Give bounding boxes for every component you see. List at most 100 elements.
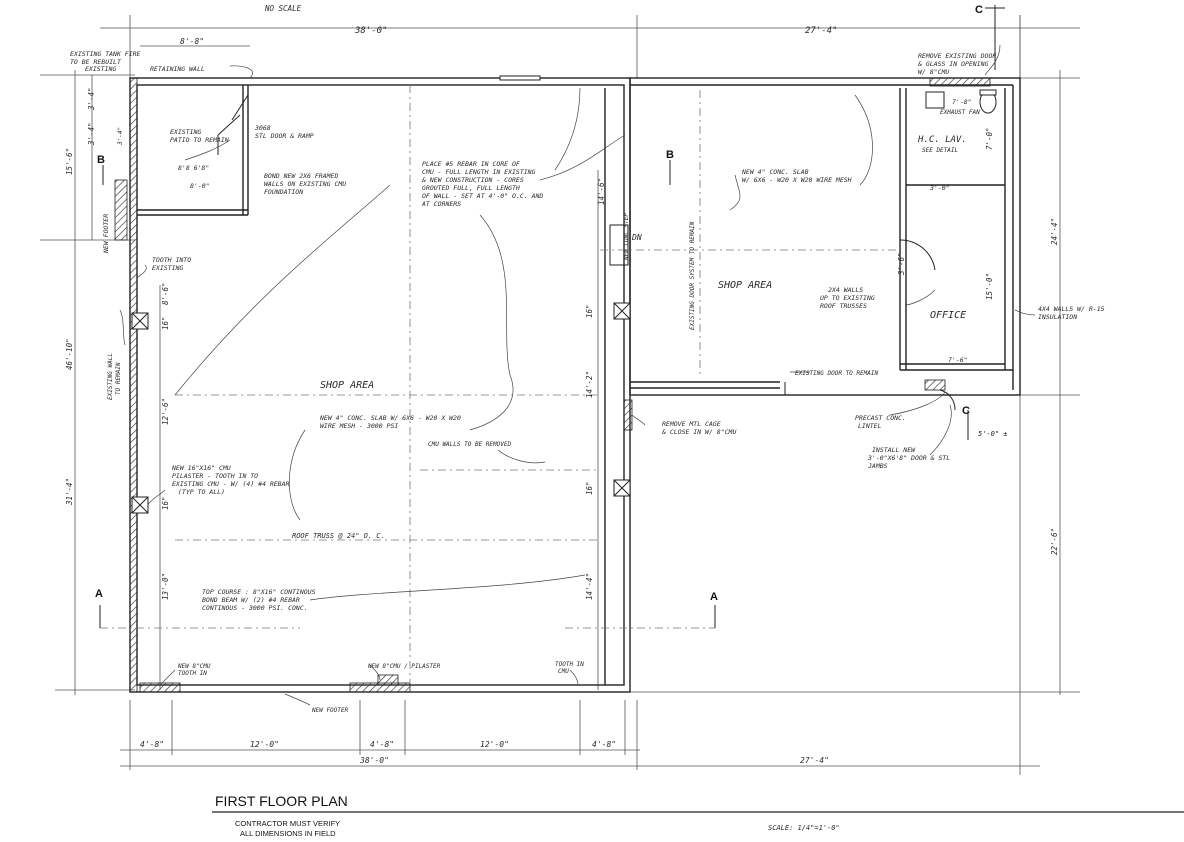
dim-12-6: 12'-6" bbox=[161, 398, 170, 425]
note-existing-wall-remain-2: TO REMAIN bbox=[115, 362, 122, 395]
label-office: OFFICE bbox=[930, 310, 966, 321]
note-new-pilaster-3: EXISTING CMU - W/ (4) #4 REBAR bbox=[172, 480, 289, 488]
dim-left-overall: 38'-0" bbox=[354, 26, 388, 36]
note-walls-2x4-3: ROOF TRUSSES bbox=[820, 302, 867, 310]
note-opening-w2: 8'-0" bbox=[190, 182, 210, 190]
section-mark-a-right: A bbox=[710, 591, 718, 603]
section-mark-b-left: B bbox=[97, 154, 105, 166]
note-walls-4x4-1: 4X4 WALLS W/ R-15 bbox=[1038, 305, 1105, 313]
scale-label: SCALE: 1/4"=1'-0" bbox=[768, 824, 840, 832]
note-opening-w: 8'8 6'8" bbox=[178, 164, 209, 172]
note-with-cmu: W/ 8"CMU bbox=[918, 68, 949, 76]
hatched-wall-segments bbox=[114, 77, 991, 693]
note-new-cmu-tooth-1: NEW 8"CMU bbox=[177, 663, 211, 670]
note-retaining-wall: RETAINING WALL bbox=[150, 65, 205, 73]
note-existing-wall-remain-1: EXISTING WALL bbox=[107, 353, 114, 400]
note-remove-mtl-1: REMOVE MTL CAGE bbox=[662, 420, 721, 428]
note-bond-new: BOND NEW 2X6 FRAMED bbox=[264, 172, 338, 180]
note-place-rebar-4: GROUTED FULL, FULL LENGTH bbox=[422, 184, 520, 192]
dim-15-0: 15'-0" bbox=[985, 273, 994, 300]
bottom-dim-2: 12'-0" bbox=[250, 740, 279, 749]
note-place-rebar-6: AT CORNERS bbox=[421, 200, 461, 208]
note-remove-existing-door: REMOVE EXISTING DOOR bbox=[918, 52, 996, 60]
bottom-dim-1: 4'-8" bbox=[140, 740, 164, 749]
section-mark-b-right: B bbox=[666, 149, 674, 161]
note-walls-on-existing: WALLS ON EXISTING CMU bbox=[264, 180, 346, 188]
center-lines bbox=[100, 85, 900, 682]
note-new-slab-right-1: NEW 4" CONC. SLAB bbox=[741, 168, 809, 176]
dim-right-22-6: 22'-6" bbox=[1050, 528, 1059, 555]
dim-16a: 16" bbox=[161, 316, 170, 330]
dim-left-small-2: 3'-4" bbox=[87, 122, 96, 146]
note-top-course-2: BOND BEAM W/ (2) #4 REBAR bbox=[202, 596, 300, 604]
note-precast-1: PRECAST CONC. bbox=[855, 414, 906, 422]
note-existing: EXISTING bbox=[85, 65, 116, 73]
right-building-walls bbox=[629, 77, 1021, 396]
note-tooth-in-cmu-1: TOOTH IN bbox=[555, 661, 584, 668]
note-existing-patio: EXISTING bbox=[170, 128, 201, 136]
bottom-dim-overall-left: 38'-0" bbox=[359, 756, 389, 765]
note-top-course-1: TOP COURSE : 8"X16" CONTINOUS bbox=[202, 588, 316, 596]
note-see-detail: SEE DETAIL bbox=[922, 147, 959, 154]
contractor-note-1: CONTRACTOR MUST VERIFY bbox=[235, 819, 340, 828]
note-install-new-1: INSTALL NEW bbox=[872, 446, 916, 454]
hc-lav-fixtures bbox=[925, 89, 997, 114]
dim-13-0: 13'-0" bbox=[161, 573, 170, 600]
note-place-rebar-1: PLACE #5 REBAR IN CORE OF bbox=[422, 160, 520, 168]
bottom-dim-4: 12'-0" bbox=[480, 740, 509, 749]
scale-top-label: NO SCALE bbox=[264, 4, 302, 13]
note-walls-2x4-2: UP TO EXISTING bbox=[820, 294, 875, 302]
note-tooth-into-2: EXISTING bbox=[152, 264, 183, 272]
note-new-slab-left-2: WIRE MESH - 3000 PSI bbox=[320, 422, 398, 430]
label-shop-area-right: SHOP AREA bbox=[718, 280, 772, 291]
note-place-rebar-2: CMU - FULL LENGTH IN EXISTING bbox=[422, 168, 536, 176]
leader-lines bbox=[119, 44, 1036, 706]
note-door-ramp-2: STL DOOR & RAMP bbox=[255, 132, 314, 140]
note-new-footer: NEW FOOTER bbox=[102, 214, 110, 254]
bottom-dim-3: 4'-8" bbox=[370, 740, 394, 749]
section-mark-a-left: A bbox=[95, 588, 103, 600]
note-top-course-3: CONTINOUS - 3000 PSI. CONC. bbox=[202, 604, 308, 612]
section-mark-lines bbox=[99, 5, 1005, 628]
note-install-new-2: 3'-0"X6'8" DOOR & STL bbox=[867, 454, 950, 462]
note-existing-fire: EXISTING TANK FIRE bbox=[70, 50, 141, 58]
note-glass-opening: & GLASS IN OPENING bbox=[917, 60, 989, 68]
note-roof-truss: ROOF TRUSS @ 24" O. C. bbox=[292, 532, 385, 540]
note-install-new-3: JAMBS bbox=[867, 462, 888, 470]
note-new-cmu-pilaster: NEW 8"CMU / PILASTER bbox=[367, 663, 441, 670]
dim-8-6: 8'-6" bbox=[161, 282, 170, 305]
note-patio-to-remain: PATIO TO REMAIN bbox=[170, 136, 229, 144]
dim-right-overall: 27'-4" bbox=[805, 26, 838, 36]
plan-title: FIRST FLOOR PLAN bbox=[215, 793, 348, 809]
note-existing-door-system: EXISTING DOOR SYSTEM TO REMAIN bbox=[689, 221, 696, 330]
note-precast-2: LINTEL bbox=[858, 422, 882, 430]
note-walls-2x4-1: 2X4 WALLS bbox=[828, 286, 863, 294]
dim-5-0: 5'-0" ± bbox=[978, 430, 1008, 438]
label-hc-lav: H.C. LAV. bbox=[917, 135, 967, 145]
dimension-lines bbox=[40, 15, 1080, 775]
pilasters bbox=[131, 302, 631, 514]
note-remove-mtl-2: & CLOSE IN W/ 8"CMU bbox=[661, 428, 736, 436]
note-new-pilaster-2: PILASTER - TOOTH IN TO bbox=[172, 472, 258, 480]
note-new-steps: NEW CONC STEP bbox=[623, 213, 630, 261]
dim-14-2: 14'-2" bbox=[585, 371, 594, 398]
note-exhaust-fan: EXHAUST FAN bbox=[940, 109, 980, 116]
note-new-slab-left-1: NEW 4" CONC. SLAB W/ 6X6 - W20 X W20 bbox=[319, 414, 461, 422]
note-place-rebar-5: OF WALL - SET AT 4'-0" O.C. AND bbox=[422, 192, 543, 200]
dim-14-4: 14'-4" bbox=[585, 573, 594, 600]
label-shop-area-left: SHOP AREA bbox=[320, 380, 374, 391]
door-openings bbox=[217, 75, 956, 411]
dim-small-top: 8'-8" bbox=[180, 37, 204, 46]
dim-left-small-1: 3'-4" bbox=[87, 87, 96, 111]
note-existing-door-remain: EXISTING DOOR TO REMAIN bbox=[795, 370, 878, 377]
bottom-dim-overall-right: 27'-4" bbox=[800, 756, 829, 765]
label-dn: DN bbox=[631, 233, 642, 242]
dim-14-6: 14'-6" bbox=[597, 178, 606, 205]
note-door-ramp: 3068 bbox=[254, 124, 271, 132]
note-new-slab-right-2: W/ 6X6 - W20 X W20 WIRE MESH bbox=[742, 176, 852, 184]
dim-3-0: 3'-0" bbox=[929, 184, 950, 192]
note-new-footer-bottom: NEW FOOTER bbox=[311, 707, 349, 714]
dim-left-31-4: 31'-4" bbox=[65, 478, 74, 506]
note-tooth-in-cmu-2: CMU bbox=[558, 668, 569, 675]
